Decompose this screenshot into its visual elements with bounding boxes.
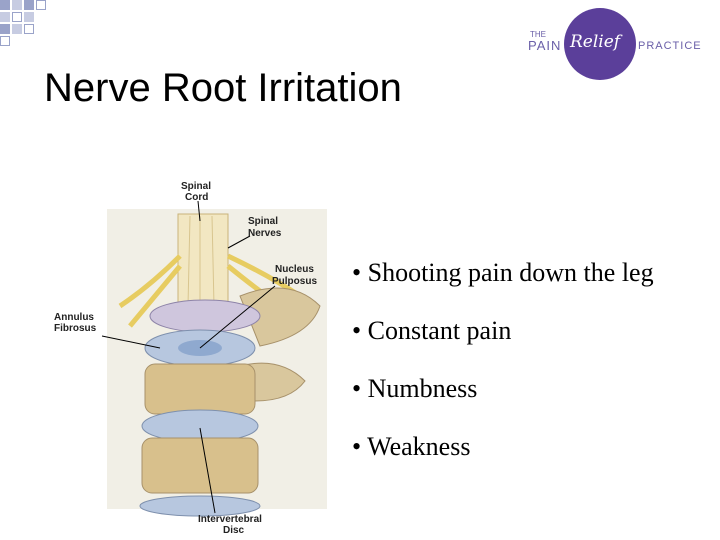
label-nucleus-pulposus: Nucleus <box>275 264 314 275</box>
slide-title: Nerve Root Irritation <box>44 66 402 110</box>
logo-relief: Relief <box>570 32 621 52</box>
label-spinal-cord: Spinal <box>181 181 211 192</box>
label-intervertebral-disc: Intervertebral <box>198 514 262 525</box>
bullet-item: • Constant pain <box>352 316 512 345</box>
logo-the: THE <box>530 30 546 39</box>
pointer-line <box>199 427 216 514</box>
corner-decoration <box>0 0 60 50</box>
label-spinal-nerves: Nerves <box>248 228 282 239</box>
spinal-cord-shape <box>177 213 229 315</box>
label-spinal-cord: Cord <box>185 192 208 203</box>
logo-circle-icon <box>564 8 636 80</box>
logo-pain: PAIN <box>528 38 562 53</box>
bullet-item: • Numbness <box>352 374 478 403</box>
pointer-line <box>197 200 201 222</box>
bullet-list: • Shooting pain down the leg • Constant … <box>352 258 720 490</box>
spinal-nerves-shape <box>118 253 302 328</box>
bullet-item: • Weakness <box>352 432 471 461</box>
spine-illustration: Spinal Cord Spinal Nerves Nucleus Pulpos… <box>54 181 327 536</box>
label-nucleus-pulposus: Pulposus <box>272 276 317 287</box>
label-annulus-fibrosus: Fibrosus <box>54 323 97 334</box>
label-spinal-nerves: Spinal <box>248 216 278 227</box>
pointer-line <box>101 335 161 349</box>
bullet-item: • Shooting pain down the leg <box>352 258 654 287</box>
pain-relief-practice-logo: THE PAIN Relief PRACTICE <box>520 8 716 82</box>
label-intervertebral-disc: Disc <box>223 525 245 536</box>
label-annulus-fibrosus: Annulus <box>54 312 94 323</box>
pointer-line <box>227 235 251 249</box>
intervertebral-disc-shape <box>141 409 259 443</box>
logo-practice: PRACTICE <box>638 40 702 52</box>
pointer-line <box>199 285 276 349</box>
